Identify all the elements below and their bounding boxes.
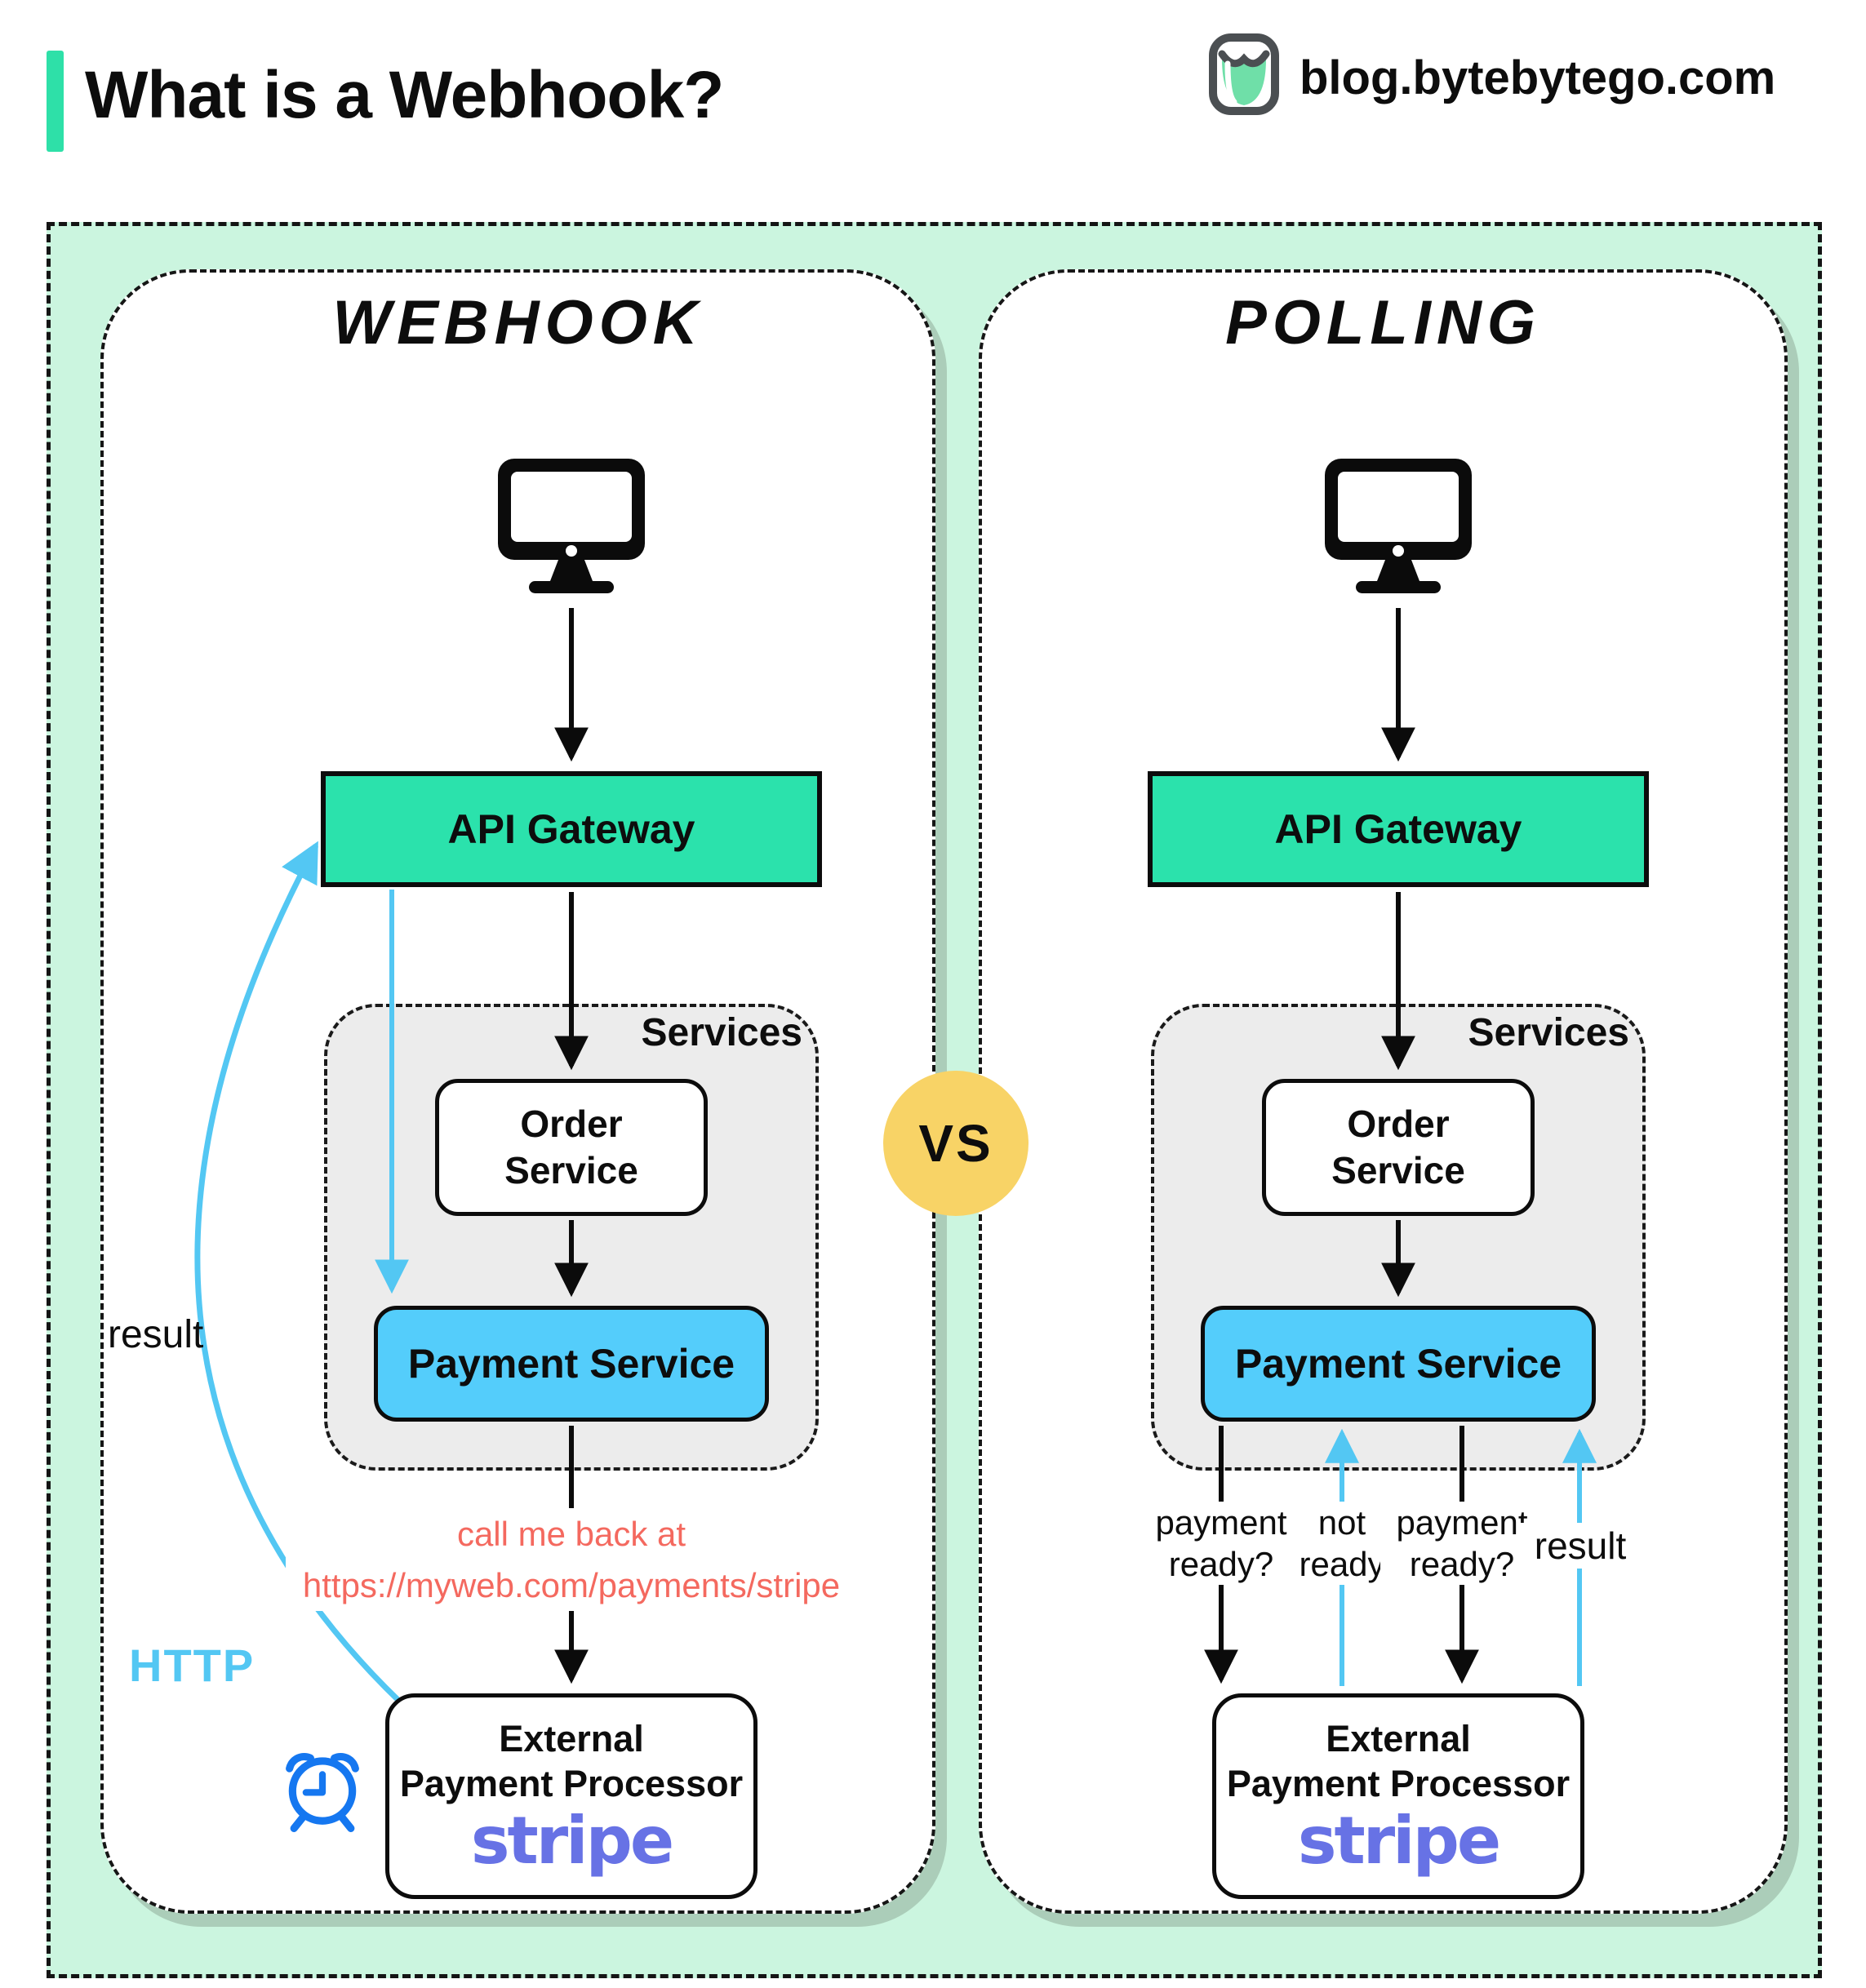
stripe-wordmark-polling: stripe <box>1298 1806 1501 1875</box>
poll-label-not-ready: not ready <box>1290 1502 1394 1586</box>
result-label-webhook: result <box>108 1312 271 1357</box>
api-gateway-node-polling: API Gateway <box>1148 771 1649 887</box>
order-service-label-polling: Order Service <box>1331 1102 1465 1192</box>
stripe-text-polling: stripe <box>1297 1802 1501 1879</box>
services-label-webhook: Services <box>324 1010 802 1055</box>
api-gateway-node-webhook: API Gateway <box>321 771 822 887</box>
result-label-text-webhook: result <box>108 1313 204 1356</box>
poll-label-4-text: result <box>1534 1524 1627 1567</box>
external-processor-node-polling: External Payment Processor stripe <box>1212 1693 1584 1899</box>
order-service-node-polling: Order Service <box>1262 1079 1535 1216</box>
bytebytego-logo-icon <box>1206 33 1282 116</box>
payment-service-node-webhook: Payment Service <box>374 1306 769 1422</box>
services-label-polling: Services <box>1151 1010 1629 1055</box>
stripe-wordmark-webhook: stripe <box>471 1806 674 1875</box>
http-label: HTTP <box>129 1639 333 1692</box>
poll-label-2-text: not ready <box>1299 1503 1385 1584</box>
api-gateway-label-webhook: API Gateway <box>447 806 695 852</box>
http-label-text: HTTP <box>129 1640 255 1691</box>
external-label-line1-polling: External <box>1326 1718 1471 1760</box>
poll-label-result: result <box>1520 1523 1641 1569</box>
vs-badge: VS <box>883 1071 1029 1216</box>
external-processor-node-webhook: External Payment Processor stripe <box>385 1693 758 1899</box>
callback-note: call me back at https://myweb.com/paymen… <box>286 1508 857 1611</box>
webhook-panel-title: Webhook <box>332 288 704 357</box>
callback-note-line1: call me back at <box>456 1515 686 1553</box>
poll-label-3-text: payment ready? <box>1396 1503 1528 1584</box>
payment-service-node-polling: Payment Service <box>1201 1306 1596 1422</box>
vs-badge-text: VS <box>918 1114 993 1173</box>
external-label-line1-webhook: External <box>499 1718 644 1760</box>
poll-label-payment-ready-1: payment ready? <box>1140 1502 1303 1586</box>
site-url-text: blog.bytebytego.com <box>1300 51 1776 104</box>
payment-service-label-polling: Payment Service <box>1234 1341 1562 1387</box>
polling-panel-title: Polling <box>1225 288 1541 357</box>
title-accent-bar <box>47 51 64 152</box>
order-service-label-webhook: Order Service <box>504 1102 638 1192</box>
external-label-line2-polling: Payment Processor <box>1226 1763 1571 1804</box>
poll-label-payment-ready-2: payment ready? <box>1380 1502 1544 1586</box>
alarm-clock-icon <box>278 1740 367 1835</box>
stripe-text-webhook: stripe <box>470 1802 674 1879</box>
services-label-text-webhook: Services <box>641 1011 802 1054</box>
desktop-computer-icon <box>490 454 653 597</box>
api-gateway-label-polling: API Gateway <box>1274 806 1522 852</box>
page-title: What is a Webhook? <box>85 58 724 132</box>
callback-note-url: https://myweb.com/payments/stripe <box>302 1566 841 1604</box>
services-label-text-polling: Services <box>1468 1011 1629 1054</box>
order-service-node-webhook: Order Service <box>435 1079 708 1216</box>
desktop-computer-icon <box>1317 454 1480 597</box>
poll-label-1-text: payment ready? <box>1155 1503 1287 1584</box>
external-label-line2-webhook: Payment Processor <box>399 1763 744 1804</box>
payment-service-label-webhook: Payment Service <box>407 1341 735 1387</box>
